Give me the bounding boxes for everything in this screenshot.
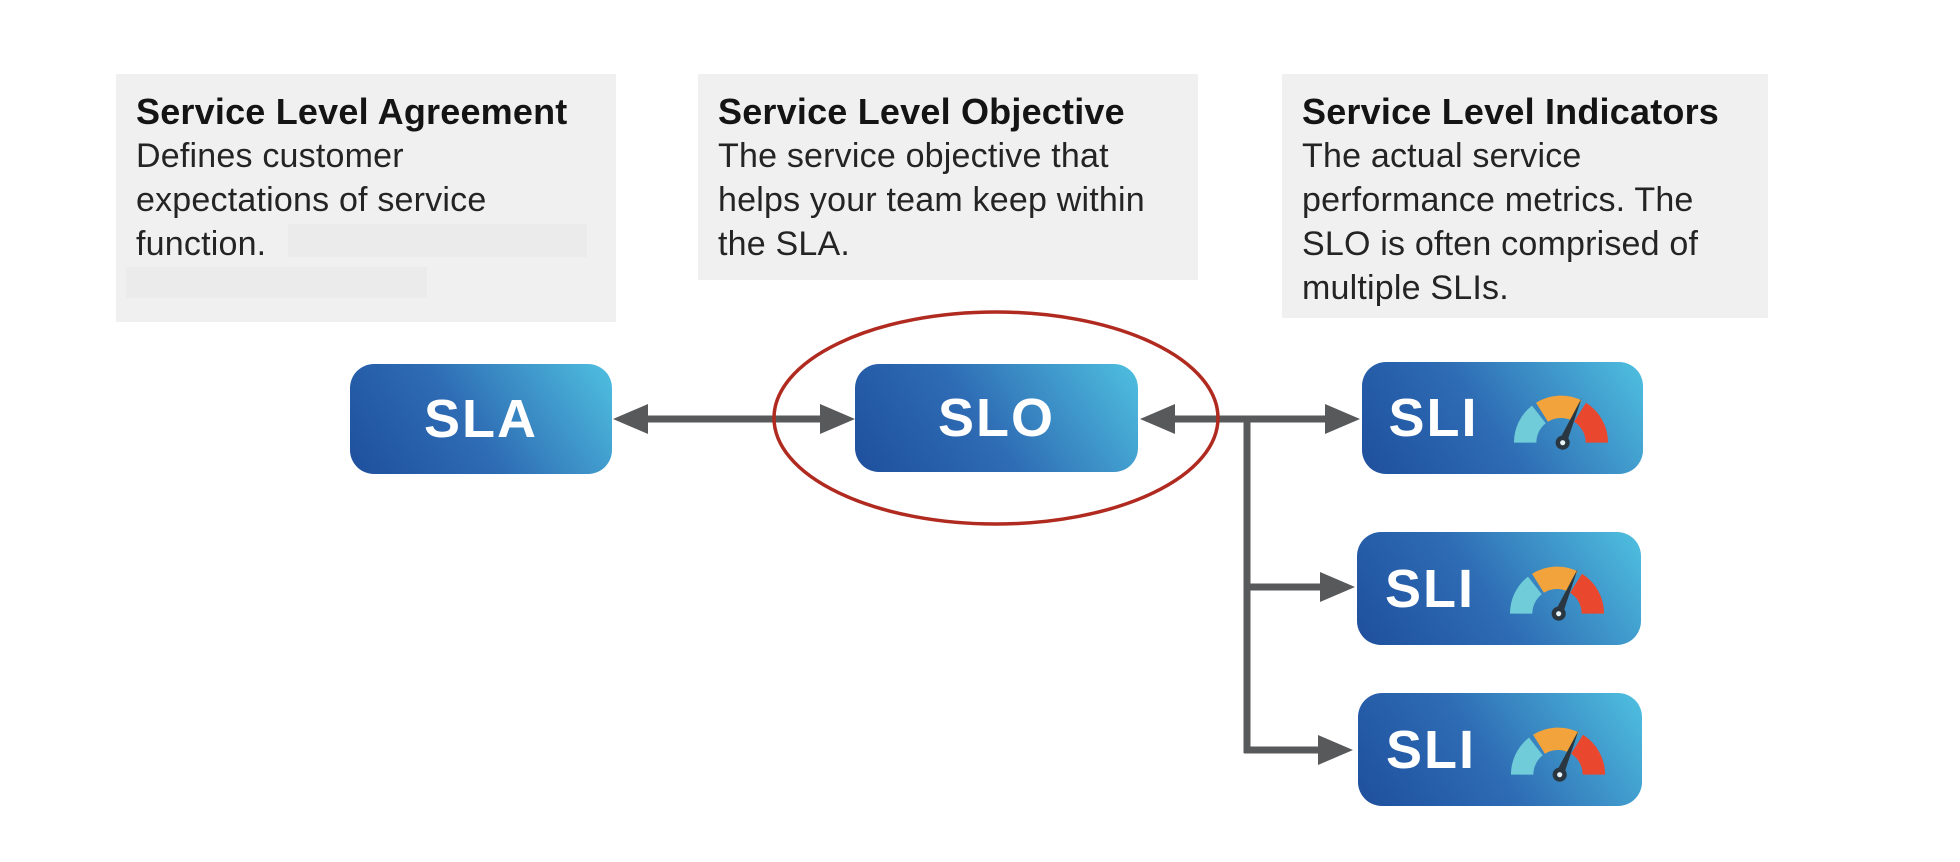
slo-sli-branch-connector bbox=[1140, 404, 1360, 765]
gauge-meter-icon bbox=[1510, 727, 1606, 782]
card-title: Service Level Agreement bbox=[136, 91, 568, 132]
node-sli-3: SLI bbox=[1358, 693, 1642, 806]
sla-slo-double-arrow bbox=[613, 404, 855, 434]
card-title: Service Level Objective bbox=[718, 91, 1125, 132]
redacted-text-block bbox=[288, 224, 587, 257]
node-sli-2: SLI bbox=[1357, 532, 1641, 645]
card-service-level-objective: Service Level Objective The service obje… bbox=[698, 74, 1198, 280]
gauge-meter-icon bbox=[1509, 566, 1605, 621]
card-body: The service objective that helps your te… bbox=[718, 137, 1145, 263]
card-service-level-agreement: Service Level Agreement Defines customer… bbox=[116, 74, 616, 322]
redacted-text-block bbox=[126, 267, 427, 298]
card-body: The actual service performance metrics. … bbox=[1302, 137, 1699, 307]
node-sli-label: SLI bbox=[1388, 388, 1479, 448]
node-slo: SLO bbox=[855, 364, 1138, 472]
node-slo-label: SLO bbox=[937, 388, 1055, 448]
node-sla-label: SLA bbox=[424, 389, 538, 449]
card-body: Defines customer expectations of service… bbox=[136, 137, 487, 263]
node-sli-label: SLI bbox=[1384, 558, 1475, 619]
node-sli-1: SLI bbox=[1362, 362, 1643, 474]
card-service-level-indicators: Service Level Indicators The actual serv… bbox=[1282, 74, 1768, 318]
node-sla: SLA bbox=[350, 364, 612, 474]
card-title: Service Level Indicators bbox=[1302, 91, 1720, 132]
node-sli-label: SLI bbox=[1385, 719, 1476, 780]
gauge-meter-icon bbox=[1513, 395, 1608, 450]
